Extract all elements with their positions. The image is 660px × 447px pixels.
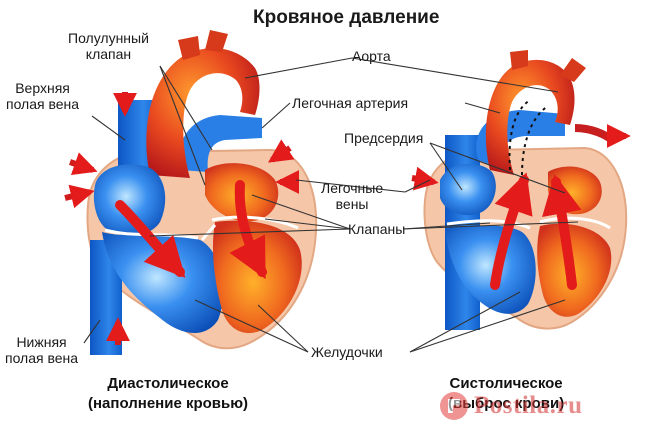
label-superior-vena-cava: Верхняя полая вена (6, 80, 80, 112)
page-title: Кровяное давление (253, 7, 440, 28)
label-ventricles: Желудочки (311, 344, 383, 360)
label-pulmonary-veins: Легочные вены (321, 180, 384, 212)
label-semilunar-valve: Полулунный клапан (68, 30, 149, 62)
right-flow-arrows (490, 172, 582, 290)
watermark: Postila.ru (440, 392, 582, 420)
label-valves: Клапаны (348, 221, 406, 237)
left-flow-arrows (115, 180, 267, 280)
left-right-ventricle (102, 232, 224, 333)
caption-diastolic: Диастолическое (наполнение кровью) (88, 375, 249, 412)
systolic-heart (411, 50, 631, 330)
left-inflow-arrows (64, 92, 300, 345)
left-left-ventricle (212, 220, 302, 334)
leader-lines (83, 57, 579, 353)
left-aorta (146, 48, 260, 178)
watermark-logo-icon (440, 392, 468, 420)
right-aorta (485, 59, 575, 175)
label-atria: Предсердия (344, 130, 424, 146)
label-inferior-vena-cava: Нижняя полая вена (5, 334, 79, 366)
caption-systolic: Систолическое (выброс крови) (448, 375, 565, 412)
diastolic-heart (64, 30, 318, 355)
label-aorta: Аорта (352, 48, 391, 64)
watermark-text: Postila.ru (474, 392, 583, 419)
right-right-ventricle (445, 225, 536, 314)
right-right-atrium (440, 163, 496, 216)
label-pulmonary-artery: Легочная артерия (292, 95, 409, 111)
right-inflow-arrows (411, 124, 631, 191)
left-right-atrium (93, 164, 166, 236)
